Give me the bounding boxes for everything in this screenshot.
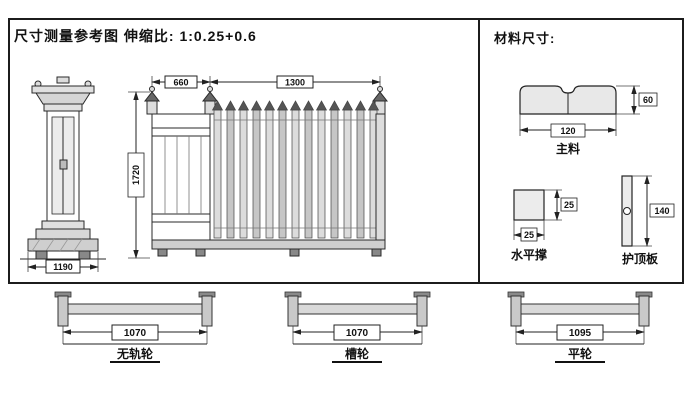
dimension-gate-height: 1720 xyxy=(127,91,150,259)
gate-folded-section xyxy=(151,113,211,241)
wheel2-label: 槽轮 xyxy=(345,346,370,361)
gate-folded-width-value: 660 xyxy=(173,78,188,88)
top-plate-label: 护顶板 xyxy=(622,251,659,266)
wheel1-length-value: 1070 xyxy=(124,328,147,339)
dimension-post-width: 1190 xyxy=(27,252,99,274)
wheel2-length-value: 1070 xyxy=(346,328,369,339)
brace-label: 水平撑 xyxy=(511,247,547,262)
wheel1-label: 无轨轮 xyxy=(116,346,154,361)
material-main-profile: 60 120 主料 xyxy=(519,85,658,156)
dimension-gate-widths: 660 1300 xyxy=(151,75,381,98)
main-profile-width-value: 120 xyxy=(560,126,575,136)
section-divider xyxy=(478,20,480,282)
wheel-assembly-trackless: 1070 无轨轮 xyxy=(54,291,216,363)
top-plate-height-value: 140 xyxy=(654,206,669,216)
main-profile-height-value: 60 xyxy=(643,95,653,105)
post-width-value: 1190 xyxy=(53,262,73,272)
accordion-slats xyxy=(211,100,380,239)
brace-height-value: 25 xyxy=(564,200,574,210)
materials-title: 材料尺寸: xyxy=(494,31,556,46)
gate-post-drawing xyxy=(20,76,106,260)
wheel-assembly-flat: 1095 平轮 xyxy=(507,291,653,363)
main-profile-label: 主料 xyxy=(556,141,580,156)
gate-open-width-value: 1300 xyxy=(285,78,305,88)
page-title: 尺寸测量参考图 伸缩比: 1:0.25+0.6 xyxy=(14,28,257,44)
wheel3-label: 平轮 xyxy=(568,346,593,361)
material-top-plate: 140 护顶板 xyxy=(621,175,675,266)
brace-width-value: 25 xyxy=(524,230,534,240)
gate-height-value: 1720 xyxy=(131,165,141,185)
retractable-gate-drawing xyxy=(143,86,389,257)
material-horizontal-brace: 25 25 水平撑 xyxy=(511,189,578,262)
wheel-assembly-grooved: 1070 槽轮 xyxy=(284,291,431,363)
wheel3-length-value: 1095 xyxy=(569,328,592,339)
gate-bottom-rail xyxy=(151,239,386,257)
